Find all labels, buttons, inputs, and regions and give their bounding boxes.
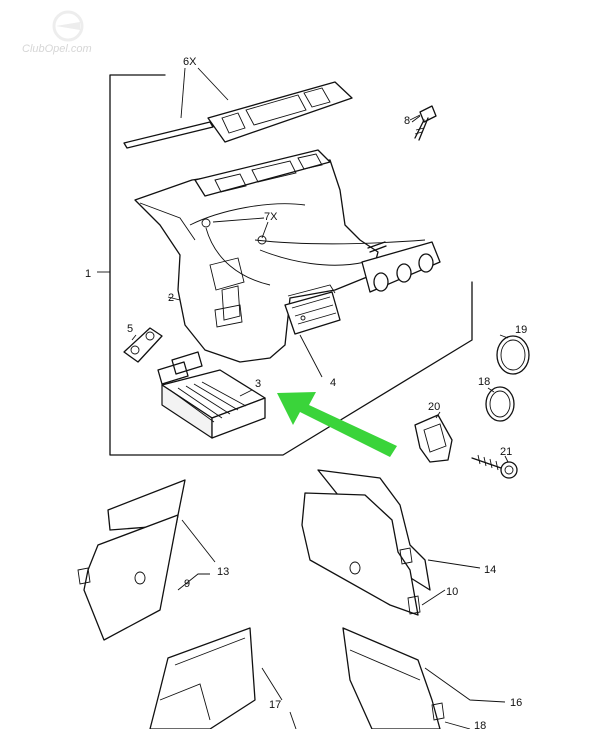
part-10-panel <box>301 492 421 616</box>
label-20: 20 <box>428 401 440 413</box>
label-6x: 6X <box>183 56 197 68</box>
label-4: 4 <box>330 377 336 389</box>
part-9-panel <box>77 514 179 641</box>
label-9: 9 <box>184 578 190 590</box>
leader-7x-b <box>261 221 269 239</box>
label-1: 1 <box>85 268 91 280</box>
leader-lines <box>131 114 509 729</box>
label-19: 19 <box>515 324 527 336</box>
part-20-clip <box>414 414 453 463</box>
label-13: 13 <box>217 566 229 578</box>
part-8-bolt <box>411 105 437 141</box>
label-10: 10 <box>446 586 458 598</box>
part-16-panel <box>342 627 445 729</box>
assembly-frame <box>97 74 473 456</box>
label-5: 5 <box>127 323 133 335</box>
part-17-panel <box>149 627 256 729</box>
label-7x: 7X <box>264 211 278 223</box>
label-17: 17 <box>269 699 281 711</box>
label-21: 21 <box>500 446 512 458</box>
part-3-heater-core <box>157 351 266 439</box>
label-18: 18 <box>478 376 490 388</box>
control-panel-knobs <box>361 241 441 293</box>
opel-logo-icon <box>52 10 84 42</box>
label-3: 3 <box>255 378 261 390</box>
part-2-heater-housing <box>134 149 426 363</box>
leader-7x-a <box>212 217 265 223</box>
label-8: 8 <box>404 115 410 127</box>
part-21-screw <box>471 454 518 479</box>
label-2: 2 <box>168 292 174 304</box>
watermark-text: ClubOpel.com <box>22 43 92 55</box>
part-18-o-ring <box>485 386 515 422</box>
part-5-gasket <box>123 327 163 363</box>
part-6x-seals <box>123 67 353 149</box>
label-16: 16 <box>510 697 522 709</box>
part-19-o-ring <box>496 335 530 375</box>
label-18-lower: 18 <box>474 720 486 729</box>
highlight-arrow <box>277 392 397 457</box>
label-14: 14 <box>484 564 496 576</box>
